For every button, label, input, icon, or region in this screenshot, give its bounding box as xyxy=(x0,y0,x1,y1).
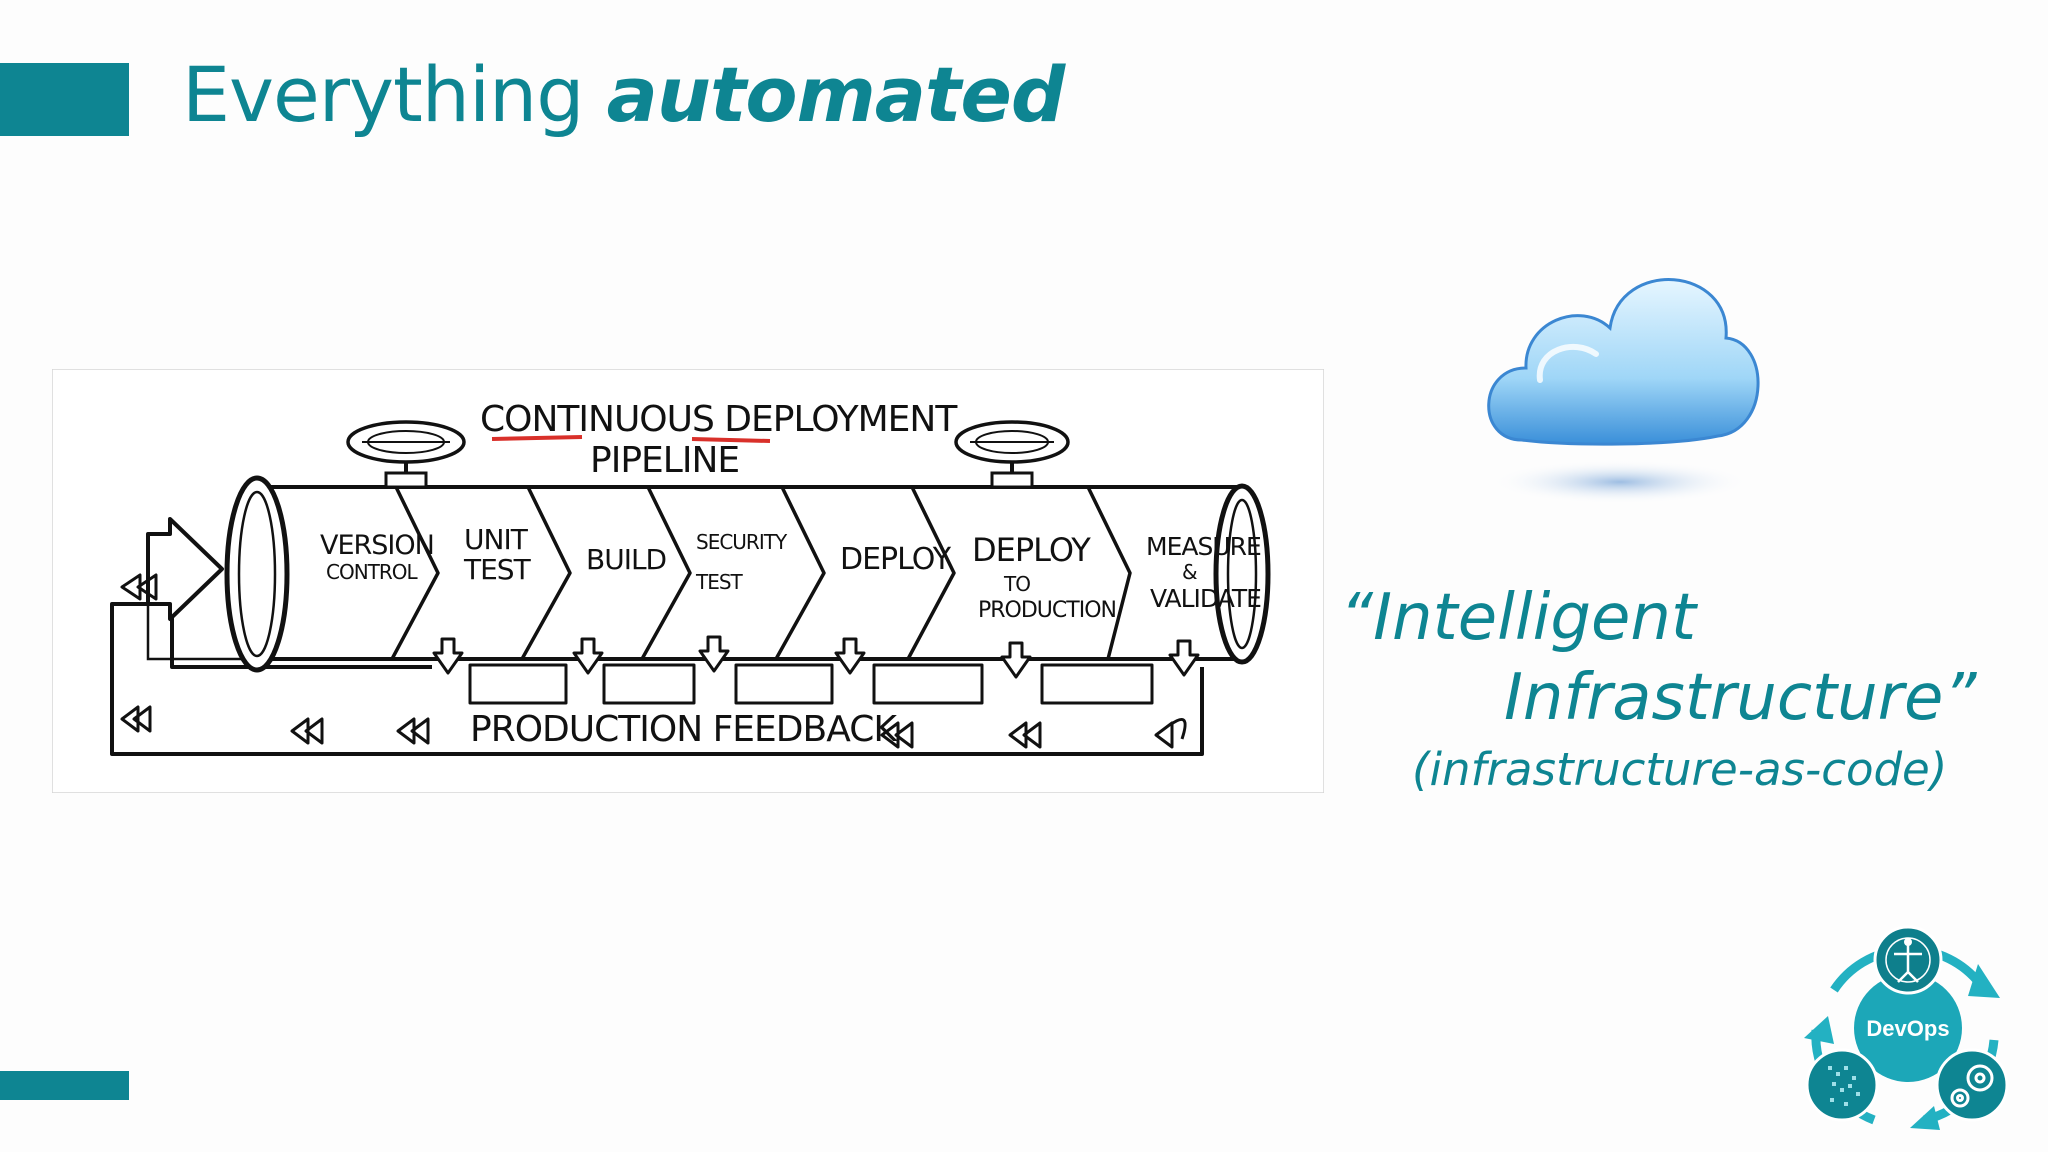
stage-label-version-control-2: CONTROL xyxy=(326,560,419,584)
feedback-label: PRODUCTION FEEDBACK xyxy=(470,709,898,750)
stage-label-unit-test: UNIT xyxy=(464,523,529,556)
stage-label-security-test-2: TEST xyxy=(695,570,744,594)
quote-subtitle: (infrastructure-as-code) xyxy=(1412,743,1948,796)
devops-logo-label: DevOps xyxy=(1866,1016,1949,1041)
stage-label-measure-2: & xyxy=(1182,560,1197,584)
stage-label-measure-3: VALIDATE xyxy=(1150,584,1261,613)
feedback-arrow-icon xyxy=(120,573,1187,749)
slide-title: Everything automated xyxy=(182,40,1066,150)
quote-line-2: Infrastructure” xyxy=(1504,661,1977,735)
stage-label-build: BUILD xyxy=(586,543,666,576)
cloud-icon xyxy=(1470,250,1760,520)
stage-label-security-test: SECURITY xyxy=(696,530,788,554)
stage-label-version-control: VERSION xyxy=(320,530,434,561)
stage-label-measure: MEASURE xyxy=(1146,532,1261,561)
diagram-subtitle: PIPELINE xyxy=(590,440,739,481)
stage-label-deploy-prod-3: PRODUCTION xyxy=(978,598,1116,623)
stage-label-deploy-prod: DEPLOY xyxy=(972,531,1091,569)
title-emphasis: automated xyxy=(606,50,1066,139)
quote-block: “Intelligent Infrastructure” (infrastruc… xyxy=(1340,578,1977,808)
stage-label-deploy-prod-2: TO xyxy=(1003,572,1030,596)
quote-line-1: “Intelligent xyxy=(1340,581,1697,655)
valve-wheel-icon xyxy=(954,420,1070,489)
stage-label-unit-test-2: TEST xyxy=(463,553,532,586)
accent-bar-bottom xyxy=(0,1071,129,1100)
stage-label-deploy: DEPLOY xyxy=(840,542,952,577)
valve-wheel-icon xyxy=(346,420,466,489)
diagram-title: CONTINUOUS DEPLOYMENT xyxy=(480,399,958,440)
devops-logo: DevOps xyxy=(1794,920,2022,1132)
accent-bar-top xyxy=(0,63,129,136)
title-plain: Everything xyxy=(182,50,607,139)
pipeline-diagram: CONTINUOUS DEPLOYMENT PIPELINE xyxy=(52,369,1324,793)
